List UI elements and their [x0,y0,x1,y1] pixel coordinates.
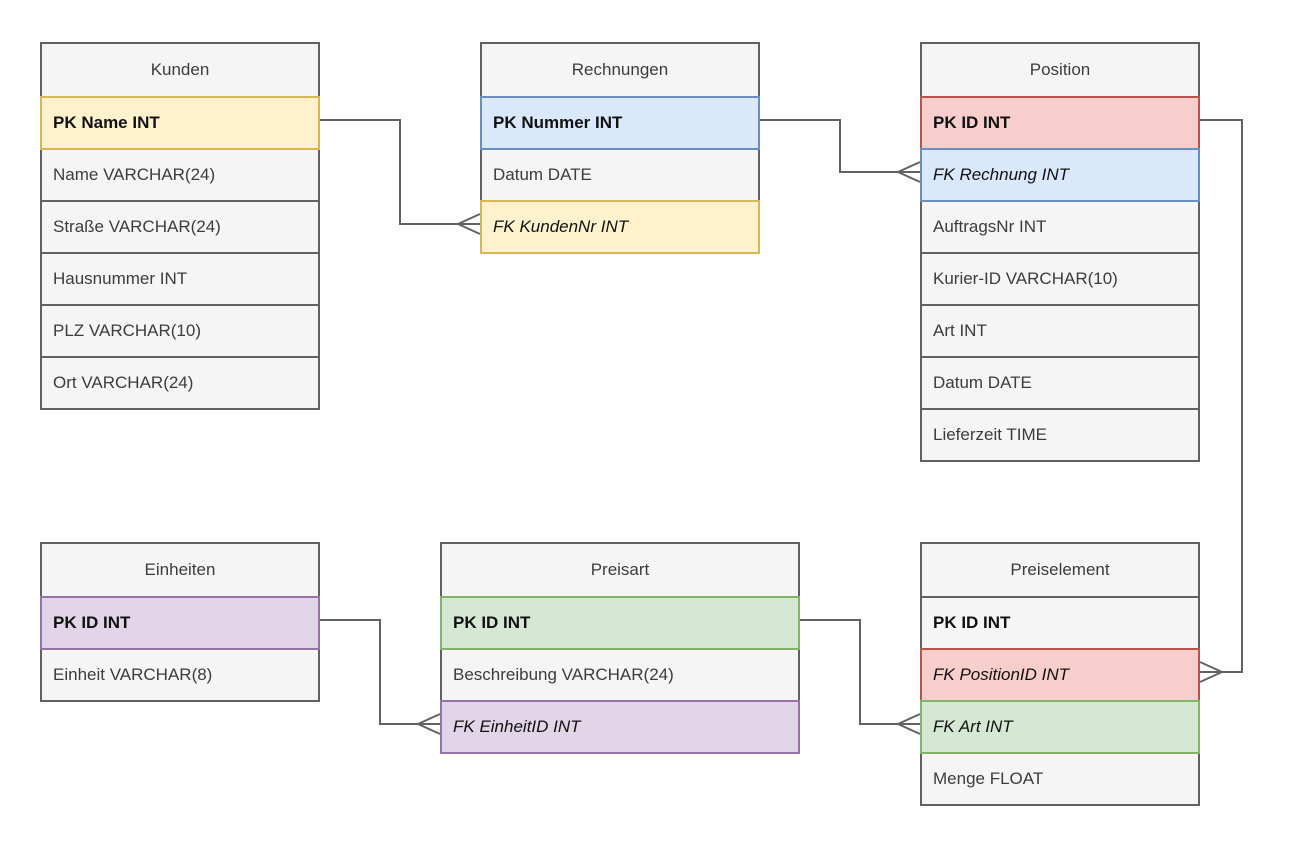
crow-foot-many-icon [417,713,441,735]
row-kunden-0[interactable]: PK Name INT [40,96,320,150]
row-kunden-1[interactable]: Name VARCHAR(24) [42,148,318,200]
row-position-0[interactable]: PK ID INT [920,96,1200,150]
connector-kunden-pk-to-rechnungen-fk-kundennr[interactable] [320,119,481,235]
row-kunden-5[interactable]: Ort VARCHAR(24) [42,356,318,408]
connector-preisart-pk-to-preiselement-fk-art[interactable] [800,619,921,735]
connector-line [320,619,440,725]
row-position-5[interactable]: Datum DATE [922,356,1198,408]
row-rechnungen-0[interactable]: PK Nummer INT [480,96,760,150]
row-position-3[interactable]: Kurier-ID VARCHAR(10) [922,252,1198,304]
row-einheiten-1[interactable]: Einheit VARCHAR(8) [42,648,318,700]
crow-foot-many-icon [897,713,921,735]
row-preisart-2[interactable]: FK EinheitID INT [440,700,800,754]
connector-line [800,619,920,725]
entity-title-einheiten: Einheiten [42,544,318,596]
crow-foot-many-icon [1199,661,1223,683]
row-rechnungen-2[interactable]: FK KundenNr INT [480,200,760,254]
entity-title-preiselement: Preiselement [922,544,1198,596]
row-position-1[interactable]: FK Rechnung INT [920,148,1200,202]
entity-title-rechnungen: Rechnungen [482,44,758,96]
entity-title-kunden: Kunden [42,44,318,96]
crow-foot-many-icon [457,213,481,235]
entity-title-preisart: Preisart [442,544,798,596]
row-kunden-3[interactable]: Hausnummer INT [42,252,318,304]
connector-position-pk-to-preiselement-fk-positionid[interactable] [1199,119,1243,683]
row-preiselement-3[interactable]: Menge FLOAT [922,752,1198,804]
row-preiselement-1[interactable]: FK PositionID INT [920,648,1200,702]
crow-foot-many-icon [897,161,921,183]
connector-einheiten-pk-to-preisart-fk-einheitid[interactable] [320,619,441,735]
row-rechnungen-1[interactable]: Datum DATE [482,148,758,200]
row-kunden-2[interactable]: Straße VARCHAR(24) [42,200,318,252]
row-preiselement-2[interactable]: FK Art INT [920,700,1200,754]
connector-line [320,119,480,225]
row-position-2[interactable]: AuftragsNr INT [922,200,1198,252]
row-preiselement-0[interactable]: PK ID INT [922,596,1198,648]
row-position-6[interactable]: Lieferzeit TIME [922,408,1198,460]
row-position-4[interactable]: Art INT [922,304,1198,356]
entity-title-position: Position [922,44,1198,96]
connector-line [760,119,920,173]
row-preisart-1[interactable]: Beschreibung VARCHAR(24) [442,648,798,700]
connector-rechnungen-pk-to-position-fk-rechnung[interactable] [760,119,921,183]
row-preisart-0[interactable]: PK ID INT [440,596,800,650]
row-kunden-4[interactable]: PLZ VARCHAR(10) [42,304,318,356]
connector-line [1200,119,1243,673]
row-einheiten-0[interactable]: PK ID INT [40,596,320,650]
